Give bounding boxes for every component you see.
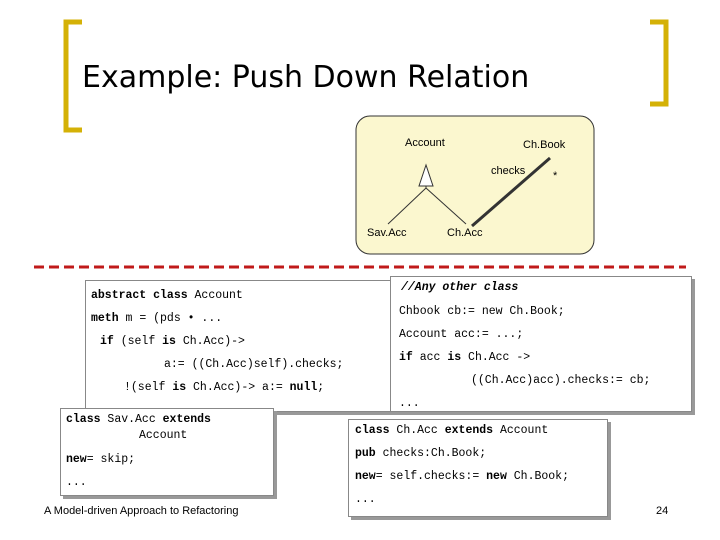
keyword: abstract class	[91, 289, 188, 302]
checks-association	[471, 156, 551, 228]
code-line: !(self is Ch.Acc)-> a:= null;	[124, 381, 324, 394]
code-box-other-class: //Any other class Chbook cb:= new Ch.Boo…	[390, 276, 692, 412]
keyword: class	[66, 413, 101, 426]
keyword: extends	[444, 424, 494, 437]
association-label-checks: checks	[491, 165, 526, 177]
code-line: abstract class Account	[91, 289, 243, 302]
code-line: ...	[399, 397, 420, 410]
code-text: m = (pds • ...	[118, 312, 223, 325]
code-text: Ch.Acc ->	[461, 351, 531, 364]
class-savacc: Sav.Acc	[367, 227, 407, 239]
keyword: is	[172, 381, 187, 394]
code-line: new= skip;	[66, 453, 135, 466]
code-line: pub checks:Ch.Book;	[355, 447, 486, 460]
slide-title: Example: Push Down Relation	[82, 60, 530, 95]
class-chacc: Ch.Acc	[447, 227, 483, 239]
keyword: class	[355, 424, 390, 437]
code-line: ...	[355, 493, 376, 506]
code-line: a:= ((Ch.Acc)self).checks;	[164, 358, 344, 371]
code-text: Sav.Acc	[100, 413, 163, 426]
footer-text: A Model-driven Approach to Refactoring	[44, 505, 239, 517]
code-line: Chbook cb:= new Ch.Book;	[399, 305, 565, 318]
code-text: checks:Ch.Book;	[375, 447, 487, 460]
code-text: Ch.Acc)->	[175, 335, 245, 348]
class-chbook: Ch.Book	[523, 139, 566, 151]
code-text: (self	[113, 335, 163, 348]
left-bracket	[63, 19, 82, 133]
code-box-savacc: class Sav.Acc extends Account new= skip;…	[60, 408, 274, 496]
keyword: is	[447, 351, 462, 364]
code-text: Ch.Acc)-> a:=	[186, 381, 290, 394]
code-box-account: abstract class Account meth m = (pds • .…	[85, 280, 399, 412]
diagram-background	[355, 115, 595, 255]
keyword: new	[355, 470, 376, 483]
code-text: Ch.Book;	[506, 470, 569, 483]
code-line: Account	[139, 429, 188, 442]
code-line: if acc is Ch.Acc ->	[399, 351, 530, 364]
keyword: pub	[355, 447, 376, 460]
code-line: class Sav.Acc extends	[66, 413, 211, 426]
code-text: Account	[187, 289, 243, 302]
code-text: !(self	[124, 381, 173, 394]
code-text: acc	[412, 351, 448, 364]
code-text: ;	[317, 381, 325, 394]
keyword: if	[100, 335, 114, 348]
keyword: new	[66, 453, 87, 466]
code-text: Account	[493, 424, 549, 437]
code-line: class Ch.Acc extends Account	[355, 424, 548, 437]
inheritance-triangle	[418, 163, 434, 187]
keyword: if	[399, 351, 413, 364]
code-line: new= self.checks:= new Ch.Book;	[355, 470, 569, 483]
code-line: if (self is Ch.Acc)->	[100, 335, 245, 348]
code-box-chacc: class Ch.Acc extends Account pub checks:…	[348, 419, 608, 517]
inheritance-branch-savacc	[387, 187, 427, 225]
keyword: extends	[162, 413, 211, 426]
code-text: Ch.Acc	[389, 424, 445, 437]
keyword: null	[289, 381, 318, 394]
class-account: Account	[405, 137, 445, 149]
code-line: ((Ch.Acc)acc).checks:= cb;	[471, 374, 651, 387]
association-multiplicity: *	[553, 170, 558, 182]
keyword: is	[162, 335, 176, 348]
inheritance-branch-chacc	[425, 187, 467, 225]
right-bracket	[650, 19, 669, 107]
page-number: 24	[656, 505, 669, 517]
code-line: Account acc:= ...;	[399, 328, 524, 341]
code-line: meth m = (pds • ...	[91, 312, 222, 325]
keyword: new	[486, 470, 507, 483]
code-line: ...	[66, 476, 87, 489]
keyword: meth	[91, 312, 119, 325]
code-comment: //Any other class	[401, 281, 519, 294]
code-text: = skip;	[86, 453, 136, 466]
code-text: = self.checks:=	[375, 470, 487, 483]
